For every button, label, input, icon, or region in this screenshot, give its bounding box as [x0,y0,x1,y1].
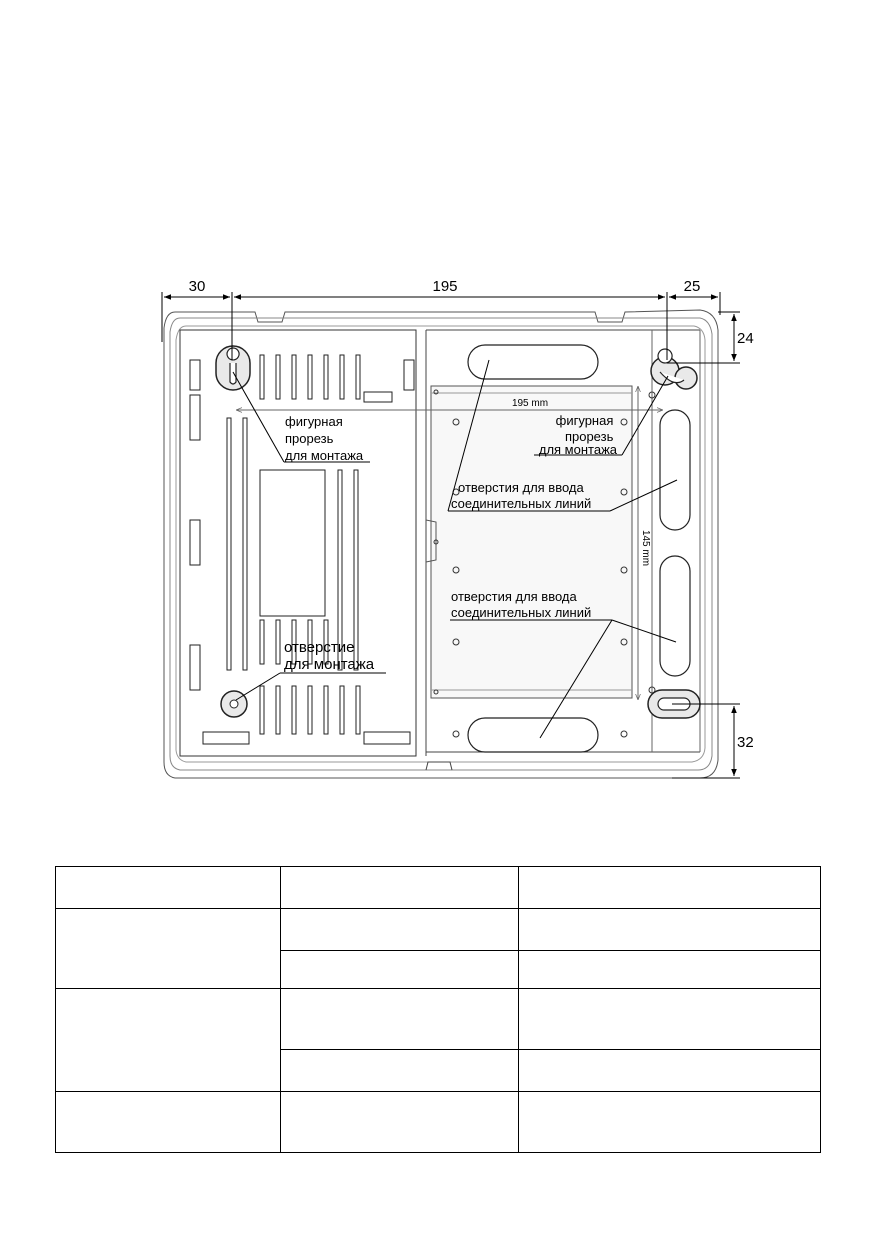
label-keyhole-left: фигурная прорезь для монтажа [285,414,364,463]
table-cell [55,866,281,909]
table-row [55,866,821,909]
table-row [55,908,821,989]
table-row [56,1049,821,1092]
keyhole-right [650,348,698,390]
table-cell [279,866,520,909]
table-cell [518,988,821,1050]
mounting-diagram: 30 195 25 24 32 195 mm 145 mm фигурная п… [161,278,754,779]
table-cell [279,1091,520,1153]
inner-dimension-lines [236,386,663,700]
label-cable-entry-lower: отверстия для ввода соединительных линий [451,589,591,620]
table-cell [55,1091,281,1153]
dim-inner-width: 195 mm [512,398,548,409]
table-row [56,950,821,989]
cable-entry-openings [467,344,691,753]
label-mount-hole: отверстие для монтажа [284,639,375,673]
table-cell [518,1049,821,1092]
dim-spacing: 195 [432,278,457,295]
dim-top: 24 [737,330,754,347]
table-row [55,988,821,1092]
table-cell [279,988,520,1050]
dimension-lines [161,292,740,779]
table-cell [518,866,821,909]
table-row [55,1091,821,1153]
ventilation-slots [189,354,415,745]
dim-left: 30 [189,278,206,295]
dim-right: 25 [684,278,701,295]
label-cable-entry-upper: отверстия для ввода соединительных линий [451,480,591,511]
device-body [163,309,719,779]
table-cell [518,1091,821,1153]
table-cell [55,908,281,989]
label-keyhole-right: фигурная прорезь для монтажа [539,413,618,457]
mount-hole [220,690,248,718]
table-cell [518,950,821,989]
leader-lines [232,359,678,739]
table-cell [279,950,520,989]
keyhole-left [215,345,251,391]
dim-bottom: 32 [737,734,754,751]
table-cell [279,908,520,951]
spec-table [55,866,821,1153]
dim-inner-height: 145 mm [640,530,651,566]
table-cell [518,908,821,951]
table-cell [279,1049,520,1092]
table-cell [55,988,281,1092]
